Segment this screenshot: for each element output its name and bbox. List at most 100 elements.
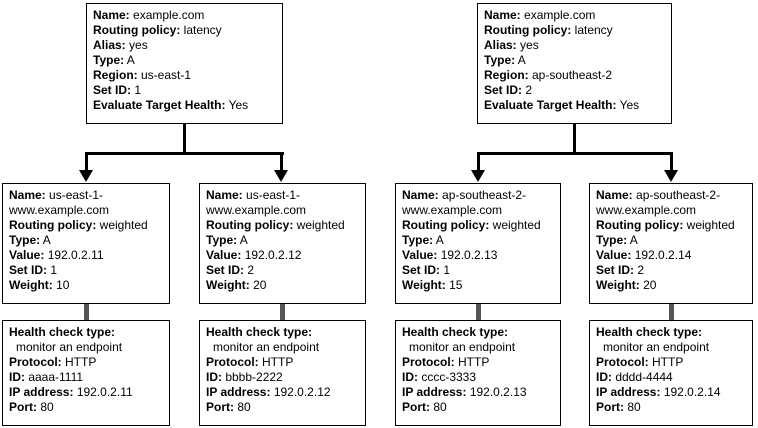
field-label: Health check type: <box>596 325 703 339</box>
field-label: ID: <box>9 370 25 384</box>
field-value: 2 <box>634 263 645 277</box>
field-value: cccc-3333 <box>418 370 477 384</box>
field-value: aaaa-1111 <box>25 370 84 384</box>
record-field: Name: us-east-1-www.example.com <box>206 188 362 218</box>
field-label: Weight: <box>206 278 250 292</box>
field-value: weighted <box>96 218 148 232</box>
field-value: 192.0.2.11 <box>44 248 104 262</box>
field-value: example.com <box>520 8 596 22</box>
field-value: 10 <box>52 278 70 292</box>
field-label: Health check type: <box>9 325 116 339</box>
field-value: Yes <box>225 98 249 112</box>
field-label: Routing policy: <box>402 218 490 232</box>
field-value: HTTP <box>61 355 97 369</box>
field-value: dddd-4444 <box>612 370 673 384</box>
arrowhead-icon <box>664 170 678 182</box>
record-field: Evaluate Target Health: Yes <box>484 98 668 113</box>
field-label: Weight: <box>402 278 446 292</box>
field-label: Weight: <box>9 278 53 292</box>
field-value: 15 <box>445 278 463 292</box>
record-field: Alias: yes <box>93 38 279 53</box>
field-label: ID: <box>596 370 612 384</box>
field-label: Set ID: <box>9 263 48 277</box>
record-field: Name: example.com <box>484 8 668 23</box>
record-field: monitor an endpoint <box>596 340 749 355</box>
record-field: Region: us-east-1 <box>93 68 279 83</box>
record-field: Port: 80 <box>206 400 362 415</box>
field-label: Protocol: <box>9 355 62 369</box>
field-label: Type: <box>9 233 41 247</box>
field-value: ap-southeast-2 <box>528 68 613 82</box>
field-label: Set ID: <box>206 263 245 277</box>
field-label: Routing policy: <box>93 23 181 37</box>
field-value: bbbb-2222 <box>222 370 283 384</box>
field-label: Health check type: <box>402 325 509 339</box>
field-label: Type: <box>206 233 238 247</box>
record-field: Health check type: <box>9 325 166 340</box>
connector-drop-left-1 <box>85 152 88 171</box>
field-label: Set ID: <box>484 83 523 97</box>
connector-crossbar-left <box>85 152 284 155</box>
field-label: Name: <box>596 188 633 202</box>
field-value: HTTP <box>258 355 294 369</box>
field-label: IP address: <box>402 385 467 399</box>
record-field: Port: 80 <box>402 400 557 415</box>
field-label: Name: <box>402 188 439 202</box>
field-value: yes <box>516 38 539 52</box>
record-field: Region: ap-southeast-2 <box>484 68 668 83</box>
field-label: Set ID: <box>93 83 132 97</box>
field-label: Name: <box>206 188 243 202</box>
field-value: A <box>40 233 51 247</box>
field-value: 192.0.2.13 <box>437 248 498 262</box>
field-label: Protocol: <box>596 355 649 369</box>
record-field: Type: A <box>596 233 749 248</box>
field-value: ap-southeast-2-www.example.com <box>402 188 527 217</box>
record-field: Routing policy: weighted <box>402 218 557 233</box>
field-value: HTTP <box>454 355 490 369</box>
field-label: Evaluate Target Health: <box>93 98 226 112</box>
record-field: Routing policy: latency <box>484 23 668 38</box>
field-value: 80 <box>234 400 251 414</box>
record-field: ID: bbbb-2222 <box>206 370 362 385</box>
field-label: Value: <box>9 248 45 262</box>
field-value: 20 <box>639 278 657 292</box>
arrowhead-icon <box>274 170 288 182</box>
field-label: Health check type: <box>206 325 313 339</box>
arrowhead-icon <box>79 170 93 182</box>
field-label: Port: <box>9 400 37 414</box>
field-value: 2 <box>522 83 533 97</box>
field-value: 80 <box>430 400 447 414</box>
record-field: monitor an endpoint <box>206 340 362 355</box>
field-value: us-east-1 <box>137 68 192 82</box>
record-field: IP address: 192.0.2.14 <box>596 385 749 400</box>
record-field: Type: A <box>206 233 362 248</box>
field-label: Port: <box>206 400 234 414</box>
record-field: Evaluate Target Health: Yes <box>93 98 279 113</box>
field-value: A <box>433 233 444 247</box>
record-field: Name: example.com <box>93 8 279 23</box>
field-value: HTTP <box>648 355 684 369</box>
field-label: Alias: <box>93 38 126 52</box>
record-field: Weight: 20 <box>206 278 362 293</box>
field-label: Type: <box>596 233 628 247</box>
record-field: Routing policy: weighted <box>596 218 749 233</box>
field-value: monitor an endpoint <box>213 340 320 354</box>
link-bar-4 <box>669 304 674 320</box>
field-value: 192.0.2.12 <box>241 248 302 262</box>
record-field: Set ID: 1 <box>402 263 557 278</box>
field-value: 1 <box>47 263 58 277</box>
field-value: A <box>627 233 638 247</box>
field-value: 192.0.2.14 <box>660 385 721 399</box>
record-field: Port: 80 <box>9 400 166 415</box>
record-field: Set ID: 2 <box>484 83 668 98</box>
record-field: Value: 192.0.2.12 <box>206 248 362 263</box>
field-value: 1 <box>440 263 451 277</box>
field-value: example.com <box>129 8 205 22</box>
field-value: latency <box>571 23 613 37</box>
